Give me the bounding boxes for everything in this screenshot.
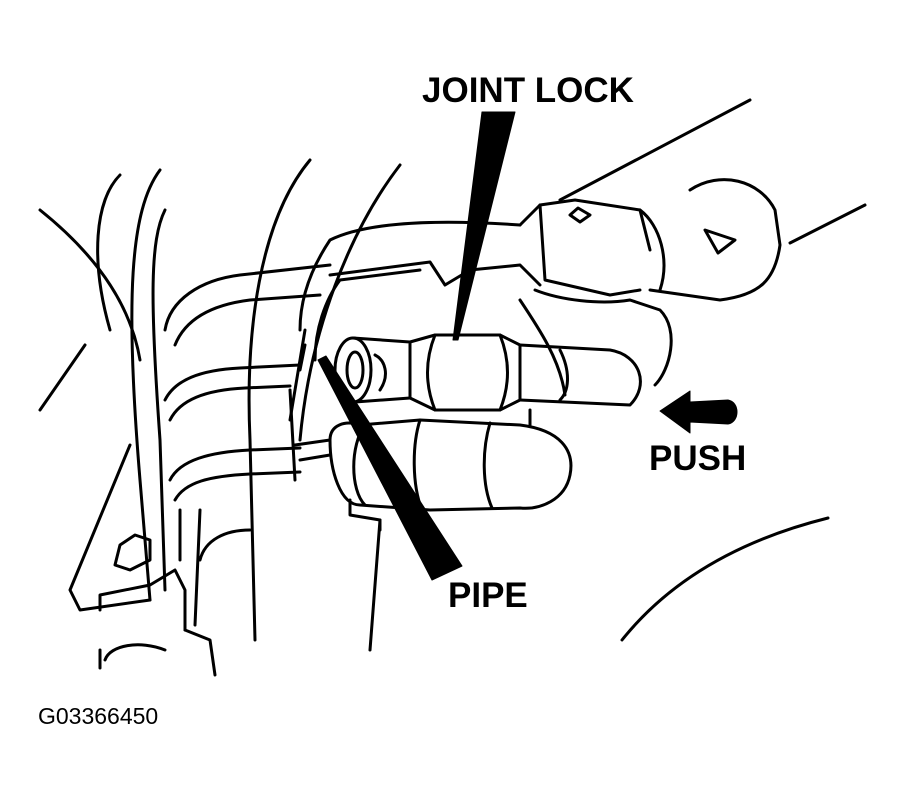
pipe-leader — [318, 356, 462, 580]
push-label: PUSH — [649, 439, 747, 478]
pipe-label: PIPE — [448, 576, 528, 615]
hose-bundle — [165, 222, 520, 560]
figure-id: G03366450 — [38, 703, 159, 729]
pipe-joint — [335, 335, 640, 410]
leader-lines — [318, 112, 515, 580]
joint-lock-leader — [453, 112, 515, 340]
mounting-bracket — [70, 445, 215, 675]
joint-lock-label: JOINT LOCK — [422, 71, 634, 110]
upper-connector — [330, 180, 780, 395]
left-arrow-icon — [660, 391, 737, 433]
